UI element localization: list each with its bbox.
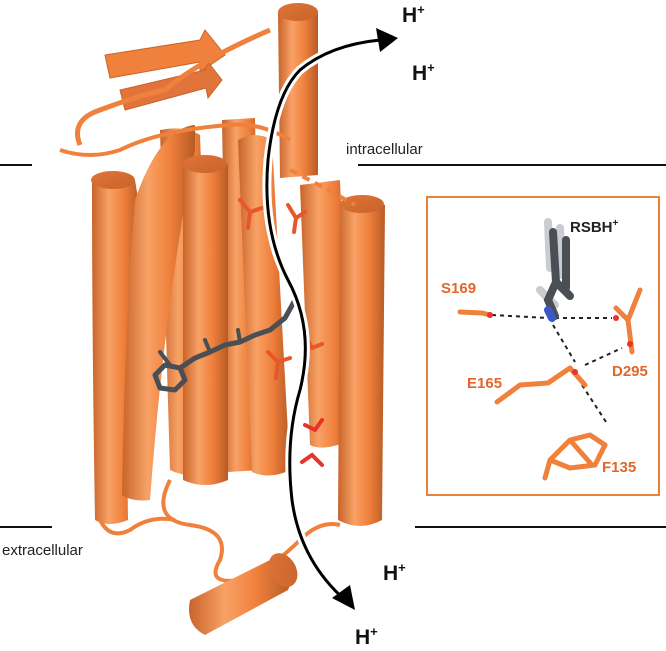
beta-strand-1	[104, 29, 226, 79]
proton-bottom-2: H+	[355, 624, 378, 649]
residue-stick-2	[286, 203, 307, 234]
active-site-inset: RSBH+ S169 D295 E165 F135	[426, 196, 660, 496]
protein-structure	[59, 3, 385, 635]
residue-stick-3	[266, 350, 292, 380]
top-loop-2	[59, 122, 292, 157]
s169-stick	[457, 309, 493, 318]
residue-s169-label: S169	[441, 280, 476, 297]
residue-stick-5	[303, 418, 324, 433]
intracellular-label: intracellular	[346, 141, 423, 158]
residue-sticks	[238, 198, 324, 467]
dashed-loop	[289, 168, 356, 207]
membrane-lines	[0, 164, 666, 528]
bottom-helix	[189, 555, 292, 635]
residue-stick-1	[238, 198, 264, 230]
helix-right	[338, 200, 385, 526]
retinal-ring	[152, 362, 188, 393]
rsbh-sticks	[536, 218, 574, 322]
helix-left-cap	[91, 171, 135, 189]
s169-oxygen	[487, 312, 493, 318]
rsbh-label: RSBH+	[570, 218, 619, 236]
helix-top-cap	[278, 3, 318, 21]
helix-center-right	[238, 135, 290, 476]
helix-center	[183, 158, 228, 485]
inset-frame	[426, 196, 660, 496]
retinal-chromophore	[152, 297, 298, 393]
residue-d295-label: D295	[612, 363, 648, 380]
extracellular-label: extracellular	[2, 542, 83, 559]
helix-top	[278, 7, 318, 178]
residue-f135-label: F135	[602, 459, 636, 476]
bottom-loop-2	[98, 516, 176, 536]
proton-top-1: H+	[402, 2, 425, 27]
helix-left	[92, 175, 140, 525]
top-loop	[75, 27, 271, 146]
arrowhead-top	[376, 28, 398, 52]
residue-stick-6	[300, 452, 324, 467]
rsbh-main	[543, 228, 574, 320]
proton-top-2: H+	[412, 60, 435, 85]
arrowhead-bottom	[332, 585, 355, 610]
proton-path-arrow-line	[265, 38, 381, 602]
bottom-helix-cap	[268, 553, 298, 587]
f135-stick	[542, 432, 608, 481]
d295-oxygen-1	[613, 315, 619, 321]
helix-center-cap	[183, 155, 227, 173]
hbond-d295-2	[584, 347, 623, 366]
proton-bottom-1: H+	[383, 560, 406, 585]
helix-right-cap	[340, 195, 384, 213]
hbond-e165	[552, 324, 576, 363]
helix-left-center	[122, 125, 195, 501]
hydrogen-bonds	[491, 314, 623, 426]
proton-pathway	[262, 28, 398, 610]
residue-e165-label: E165	[467, 375, 502, 392]
hbond-s169	[491, 314, 549, 319]
proton-labels: H+ H+ H+ H+	[355, 2, 435, 649]
retinal-methyls	[158, 328, 242, 367]
rsbh-nitrogen	[544, 306, 556, 322]
e165-oxygen	[572, 369, 578, 375]
d295-oxygen-2	[627, 341, 633, 347]
